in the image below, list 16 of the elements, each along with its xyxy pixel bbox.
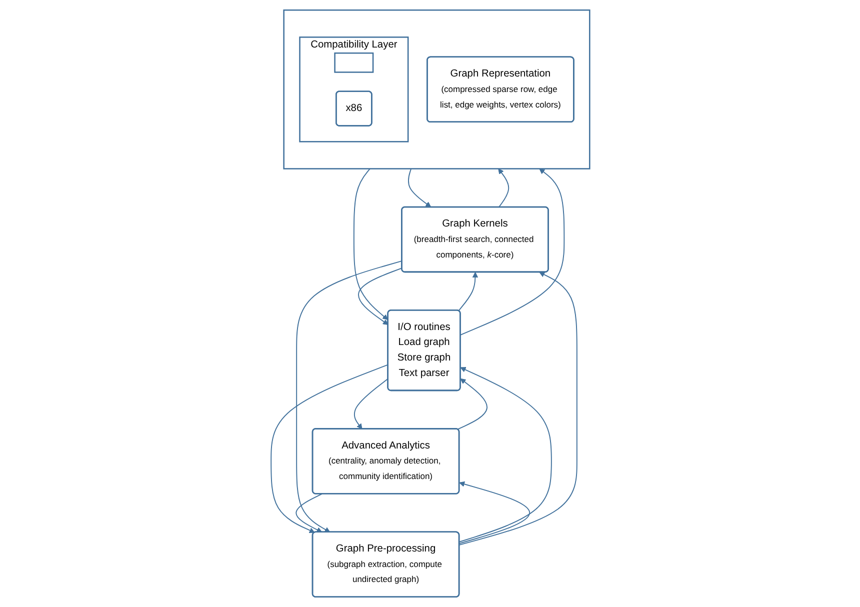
arrow	[458, 272, 578, 546]
arrow	[354, 378, 388, 430]
cluster	[282, 9, 590, 170]
arrow	[498, 168, 509, 208]
arrow	[408, 168, 431, 208]
arrow	[295, 494, 322, 532]
arrow	[358, 268, 402, 325]
arrow	[270, 364, 388, 534]
arrow	[456, 378, 488, 430]
node-box	[334, 52, 374, 73]
arrow	[353, 168, 388, 320]
arrow	[458, 367, 552, 542]
arrow	[296, 260, 402, 532]
arrow	[458, 481, 530, 544]
arrow	[459, 168, 564, 336]
arrow	[458, 272, 478, 312]
